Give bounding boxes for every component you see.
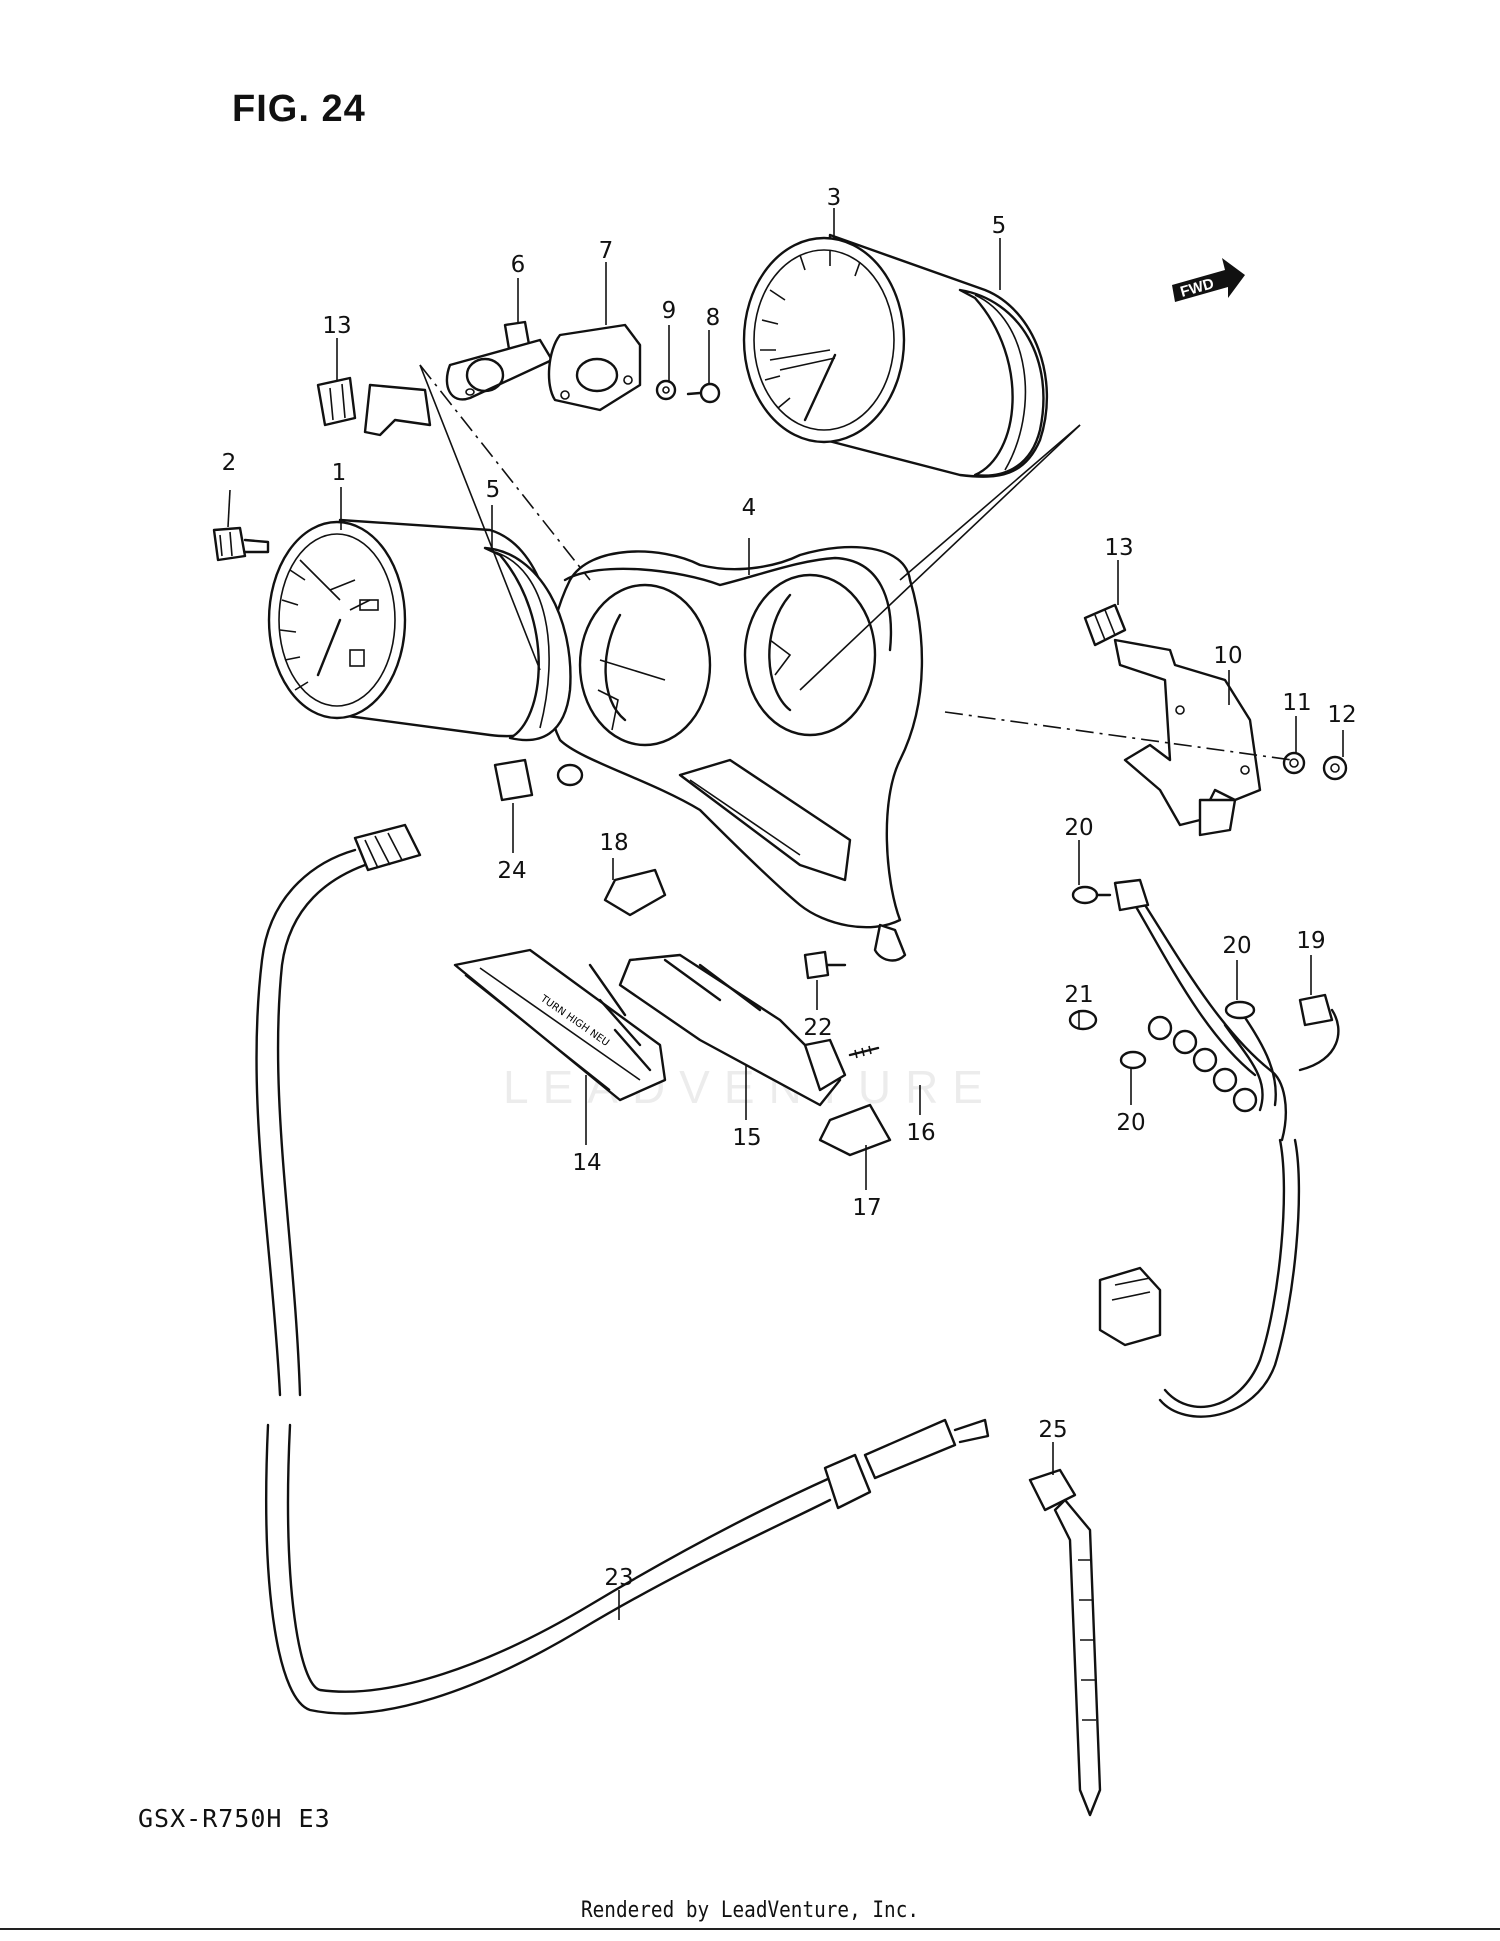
footer-credit: Rendered by LeadVenture, Inc. <box>580 1898 920 1923</box>
speedometer-cable[interactable] <box>255 823 990 1715</box>
callout-cushion-right[interactable]: 5 <box>992 213 1007 239</box>
callout-bulb-20a[interactable]: 20 <box>1064 815 1093 841</box>
indicator-panel[interactable]: TURN HIGH NEU <box>453 948 667 1102</box>
screw-8[interactable] <box>686 382 721 404</box>
callout-bracket-cover[interactable]: 6 <box>511 252 526 278</box>
cushion-24[interactable] <box>493 758 534 802</box>
callout-indicator-plate[interactable]: 15 <box>732 1125 761 1151</box>
bulbs[interactable] <box>1068 878 1258 1113</box>
screw-22[interactable] <box>803 950 847 980</box>
callout-clip-18[interactable]: 18 <box>599 830 628 856</box>
figure-title: FIG. 24 <box>232 88 366 130</box>
nut-9[interactable] <box>655 379 677 401</box>
callout-clamp-left[interactable]: 13 <box>322 313 351 339</box>
fwd-arrow-icon: FWD <box>1172 258 1245 302</box>
bulb-20c[interactable] <box>1119 1050 1147 1070</box>
callout-bulb-20c[interactable]: 20 <box>1116 1110 1145 1136</box>
callout-screw-8[interactable]: 8 <box>706 305 721 331</box>
callout-bulb-20b[interactable]: 20 <box>1222 933 1251 959</box>
cable-fitting[interactable] <box>212 526 270 562</box>
stay-10[interactable] <box>1113 638 1262 837</box>
callout-cable-fitting[interactable]: 2 <box>222 450 237 476</box>
tachometer[interactable] <box>742 233 1049 478</box>
callout-clamp-right[interactable]: 13 <box>1104 535 1133 561</box>
clamp-left[interactable] <box>316 376 432 437</box>
callouts: 1 2 3 4 5 5 6 7 8 9 10 11 12 13 13 14 15… <box>222 185 1357 1591</box>
cushion-right[interactable] <box>958 288 1045 477</box>
callout-screw-22[interactable]: 22 <box>803 1015 832 1041</box>
callout-meter-case[interactable]: 4 <box>742 495 757 521</box>
assembly-lines <box>419 364 1293 761</box>
clip-18[interactable] <box>603 868 667 917</box>
bulb-20b[interactable] <box>1224 1000 1256 1020</box>
callout-nut-12[interactable]: 12 <box>1327 702 1356 728</box>
callout-speedometer[interactable]: 1 <box>332 460 347 486</box>
bulb-21[interactable] <box>1068 1009 1098 1031</box>
bulb-20a[interactable] <box>1071 885 1112 905</box>
clip-17[interactable] <box>818 1103 892 1157</box>
bracket-cover[interactable] <box>445 320 554 401</box>
callout-bulb-21[interactable]: 21 <box>1064 982 1093 1008</box>
cable-tie[interactable] <box>1028 1468 1102 1817</box>
model-label: GSX-R750H E3 <box>138 1804 331 1833</box>
callout-cushion-left[interactable]: 5 <box>486 477 501 503</box>
callout-stay-10[interactable]: 10 <box>1213 643 1242 669</box>
callout-washer-11[interactable]: 11 <box>1282 690 1311 716</box>
indicator-plate[interactable] <box>618 953 847 1107</box>
nut-12[interactable] <box>1322 755 1348 781</box>
washer-11[interactable] <box>1282 751 1306 775</box>
cushion-left[interactable] <box>483 546 572 742</box>
callout-clip-17[interactable]: 17 <box>852 1195 881 1221</box>
bracket-plate[interactable] <box>547 323 642 412</box>
screw-16[interactable] <box>848 1045 880 1059</box>
callout-speedometer-cable[interactable]: 23 <box>604 1565 633 1591</box>
callout-cable-tie[interactable]: 25 <box>1038 1417 1067 1443</box>
wire-harness[interactable] <box>1098 903 1301 1418</box>
callout-cushion-24[interactable]: 24 <box>497 858 526 884</box>
footer-divider <box>0 1928 1500 1930</box>
callout-indicator-panel[interactable]: 14 <box>572 1150 601 1176</box>
leader-lines <box>227 208 1344 1620</box>
socket-19[interactable] <box>1298 993 1340 1072</box>
fwd-label: FWD <box>1178 275 1216 301</box>
speedometer[interactable] <box>267 518 557 738</box>
clamp-right[interactable] <box>1083 603 1127 647</box>
callout-socket-19[interactable]: 19 <box>1296 928 1325 954</box>
callout-tachometer[interactable]: 3 <box>827 185 842 211</box>
callout-nut-9[interactable]: 9 <box>662 298 677 324</box>
meter-case[interactable] <box>546 545 924 962</box>
callout-screw-16[interactable]: 16 <box>906 1120 935 1146</box>
callout-bracket-plate[interactable]: 7 <box>599 238 614 264</box>
